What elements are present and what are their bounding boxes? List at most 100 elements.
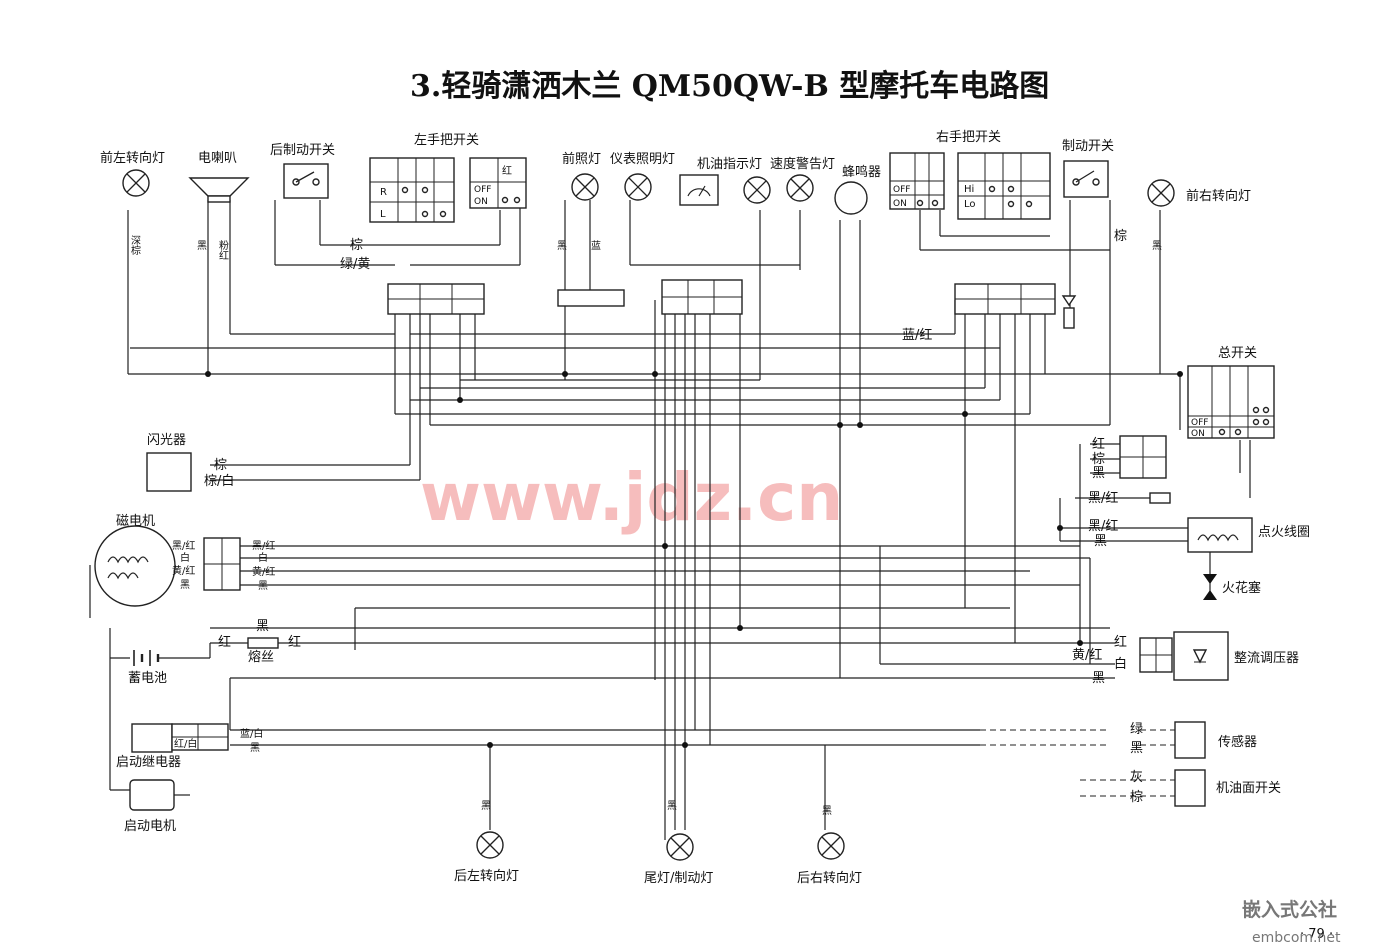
wire-black-red-2: 黑/红 [1088, 490, 1118, 506]
label-right-handle-switch: 右手把开关 [936, 130, 1001, 145]
wire-black-mag: 黑 [180, 579, 190, 591]
wire-gray-oil: 灰 [1130, 770, 1143, 785]
lamp-icon [476, 831, 504, 859]
watermark-text: www.jdz.cn [420, 459, 843, 536]
lamp-icon [666, 833, 694, 861]
wire-red-bat: 红 [218, 634, 231, 650]
switch-off-right: OFF [893, 185, 910, 195]
wire-black-main: 黑 [1092, 466, 1105, 481]
wire-black-rl: 黑 [479, 800, 491, 811]
lamp-icon [1147, 179, 1175, 207]
gauge-icon [679, 174, 719, 206]
wire-blue-hl: 蓝 [589, 240, 601, 250]
right-connector [954, 283, 1056, 315]
wire-yellow-red-mag: 黄/红 [172, 564, 195, 577]
rectifier-icon [1173, 631, 1229, 681]
label-tail-brake-light: 尾灯/制动灯 [644, 871, 713, 886]
wire-black-fuse: 黑 [256, 619, 269, 634]
label-front-right-turn: 前右转向灯 [1186, 188, 1251, 204]
meter-connector [661, 279, 743, 315]
magneto-connector [203, 537, 241, 591]
label-rear-left-turn: 后左转向灯 [454, 868, 519, 884]
lamp-icon [786, 174, 814, 202]
right-handle-switch-box [889, 152, 1051, 220]
magneto-icon [94, 525, 176, 607]
label-spark-plug: 火花塞 [1222, 580, 1261, 596]
wire-brown-white: 棕/白 [204, 473, 234, 489]
wire-black-red-mag2: 黑/红 [252, 539, 275, 552]
wire-red-top: 红 [502, 164, 512, 177]
label-meter-light: 仪表照明灯 [610, 152, 675, 167]
wire-black-mag2: 黑 [258, 580, 268, 592]
switch-off-main: OFF [1191, 418, 1208, 428]
wire-black-red-3: 黑/红 [1088, 518, 1118, 534]
wire-red-white: 红/白 [174, 737, 197, 750]
wire-yellow-red-mag2: 黄/红 [252, 565, 275, 578]
label-front-left-turn: 前左转向灯 [100, 150, 165, 166]
relay-icon [131, 723, 229, 753]
wire-brown-2: 棕 [1114, 229, 1127, 244]
sensor-icon [1174, 721, 1206, 759]
flasher-icon [146, 452, 192, 492]
wire-red-fuse: 红 [288, 634, 301, 650]
label-magneto: 磁电机 [116, 514, 155, 529]
motor-icon [110, 779, 190, 811]
label-headlight: 前照灯 [562, 151, 601, 167]
label-buzzer: 蜂鸣器 [842, 164, 881, 180]
coil-icon [1187, 517, 1253, 553]
label-sensor: 传感器 [1218, 734, 1257, 750]
wire-brown-flasher: 棕 [214, 458, 227, 473]
main-connector [1119, 435, 1167, 479]
cap-icon [1149, 492, 1171, 504]
wire-green-yellow-1: 绿/黄 [340, 257, 370, 272]
buzzer-icon [834, 181, 868, 215]
fuse-icon [247, 637, 279, 649]
wire-blue-red-1: 蓝/红 [902, 327, 932, 343]
junction-dots [205, 371, 1183, 748]
wire-black-rect: 黑 [1092, 671, 1105, 686]
wire-blue-white: 蓝/白 [240, 727, 263, 740]
left-connector [387, 283, 485, 315]
diode-icon [1061, 295, 1077, 329]
wire-black-fr: 黑 [1150, 240, 1162, 251]
switch-on-left: ON [474, 197, 488, 207]
lamp-icon [817, 832, 845, 860]
wire-black-tail: 黑 [665, 800, 677, 811]
label-brake-switch: 制动开关 [1062, 139, 1114, 154]
wire-white-rect: 白 [1114, 656, 1127, 672]
spark-plug-icon [1203, 574, 1217, 600]
wire-red-main: 红 [1092, 436, 1105, 452]
label-fuse: 熔丝 [248, 650, 274, 665]
label-flasher: 闪光器 [147, 433, 186, 448]
lamp-icon [122, 169, 150, 197]
wire-black-relay: 黑 [250, 742, 260, 754]
wire-white-mag: 白 [180, 551, 190, 564]
wire-brown-1: 棕 [350, 238, 363, 253]
lamp-icon [571, 173, 599, 201]
label-rectifier: 整流调压器 [1234, 651, 1299, 666]
battery-icon [110, 643, 211, 666]
lamp-icon [743, 176, 771, 204]
wire-brown-main: 棕 [1092, 452, 1105, 467]
wire-black-hl: 黑 [555, 240, 567, 251]
switch-icon [1063, 160, 1109, 198]
wire-black-red-mag: 黑/红 [172, 539, 195, 552]
horn-icon [188, 177, 250, 203]
wire-black-sensor: 黑 [1130, 741, 1143, 756]
wire-red-rect: 红 [1114, 634, 1127, 650]
wire-deepbrown: 深棕 [129, 235, 141, 256]
label-rear-right-turn: 后右转向灯 [797, 870, 862, 886]
page-number: · 79 · [1300, 927, 1333, 942]
wire-bundle [89, 190, 1251, 840]
switch-hi: Hi [964, 184, 974, 195]
label-oil-indicator: 机油指示灯 [697, 157, 762, 172]
left-handle-switch-box [369, 157, 527, 223]
wire-pink-red: 粉红 [217, 239, 229, 260]
wire-green-sensor: 绿 [1130, 722, 1143, 737]
label-rear-brake-switch: 后制动开关 [270, 143, 335, 158]
lamp-icon [624, 173, 652, 201]
stamp-logo-text: 嵌入式公社 [1242, 898, 1337, 921]
switch-lo: Lo [964, 199, 976, 210]
wire-white-mag2: 白 [258, 551, 268, 564]
